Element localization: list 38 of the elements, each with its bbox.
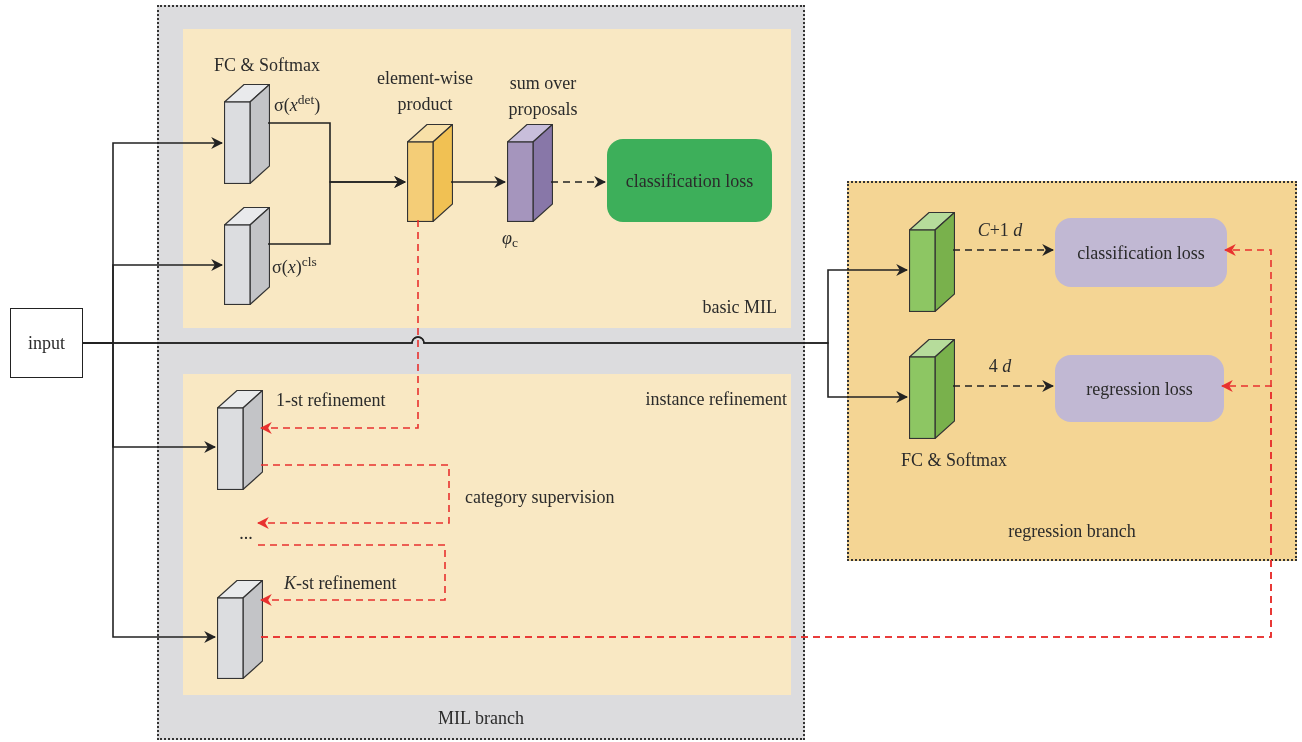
arrow	[267, 176, 407, 245]
formula-label: φ$_{c}$	[502, 227, 519, 251]
box-label: classification loss	[625, 169, 754, 193]
box-label: classification loss	[1077, 241, 1205, 265]
loss-box	[607, 139, 772, 222]
layer-label: 1-st refinement	[276, 389, 387, 412]
layer-label: K-st refinement	[284, 572, 398, 595]
edge-label: category supervision	[465, 486, 616, 509]
panel-title: MIL branch	[437, 707, 525, 730]
layer-label: FC & Softmax	[900, 449, 1008, 472]
group-panel	[157, 5, 805, 740]
layer-label: FC & Softmax	[213, 54, 321, 77]
arrow	[260, 380, 1272, 638]
group-panel	[183, 29, 791, 328]
group-panel	[847, 181, 1297, 561]
panel-title: instance refinement	[644, 388, 787, 411]
edge-label: C+1 d	[976, 219, 1024, 242]
edge-label: 4 d	[987, 355, 1013, 378]
loss-box	[1055, 355, 1224, 422]
ellipsis-label: ...	[239, 521, 253, 545]
loss-box	[1055, 218, 1227, 287]
panel-title: basic MIL	[701, 296, 777, 319]
box-label: regression loss	[1086, 377, 1193, 401]
arrow	[952, 244, 1055, 256]
arrow	[450, 176, 507, 188]
box-label: input	[28, 332, 65, 355]
layer-label: element-wise product	[376, 67, 474, 116]
arrow	[550, 176, 607, 188]
input-box	[10, 308, 83, 378]
arrow	[259, 219, 419, 434]
arrow	[256, 464, 450, 529]
layer-label: σ(x$^{det}$)	[274, 92, 322, 117]
layer-label: sum over proposals	[507, 72, 579, 121]
arrow	[952, 380, 1055, 392]
formula-label: σ(x)$^{cls}$	[272, 254, 318, 279]
group-panel	[183, 374, 791, 695]
panel-title: regression branch	[1007, 520, 1137, 543]
arrow	[257, 544, 446, 606]
